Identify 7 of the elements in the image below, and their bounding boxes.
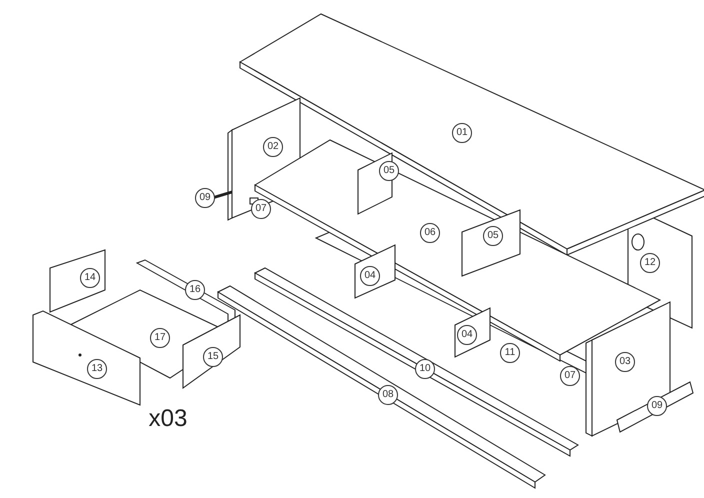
callout-number: 11 xyxy=(500,343,520,363)
callout-number: 07 xyxy=(560,366,580,386)
callout-number: 16 xyxy=(185,280,205,300)
quantity-label: x03 xyxy=(148,405,188,433)
callout-number: 10 xyxy=(415,359,435,379)
callout-number: 07 xyxy=(251,199,271,219)
callout-number: 09 xyxy=(195,188,215,208)
